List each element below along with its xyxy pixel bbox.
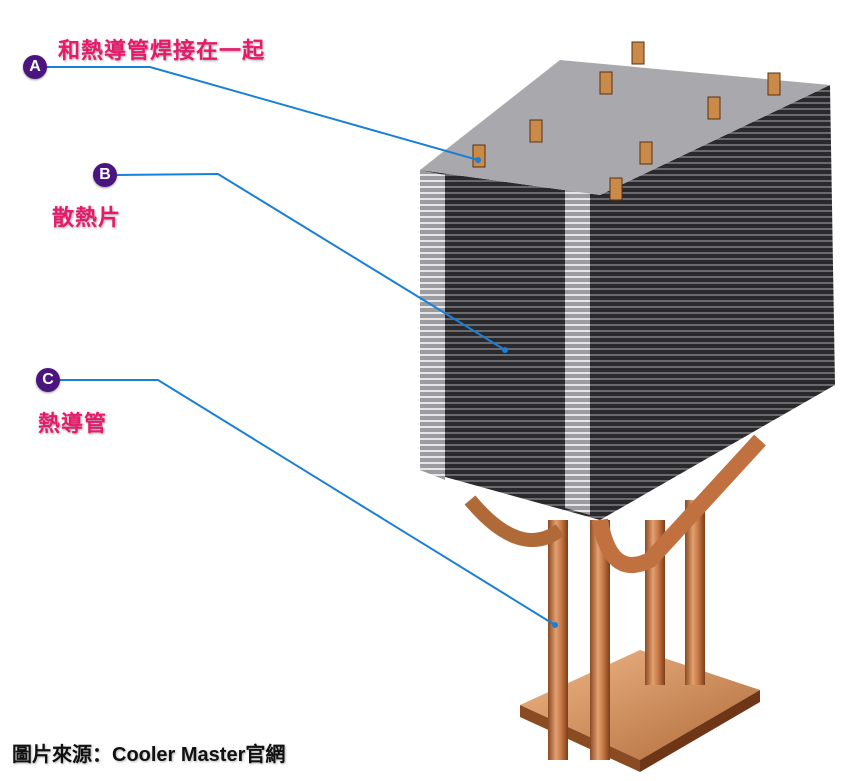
fin-stack bbox=[420, 60, 835, 520]
leader-line-b bbox=[116, 172, 506, 351]
label-b: 散熱片 bbox=[52, 206, 122, 231]
marker-c: C bbox=[36, 368, 60, 392]
label-c: 熱導管 bbox=[38, 412, 108, 437]
image-credit: 圖片來源：Cooler Master官網 bbox=[12, 744, 286, 766]
leader-line-c bbox=[60, 379, 556, 626]
leader-lines bbox=[47, 66, 556, 626]
label-a: 和熱導管焊接在一起 bbox=[58, 39, 266, 64]
leader-line-a bbox=[47, 66, 479, 161]
heat-pipes bbox=[464, 434, 766, 760]
leader-end-c bbox=[552, 622, 558, 628]
marker-b: B bbox=[93, 163, 117, 187]
leader-end-a bbox=[475, 157, 481, 163]
leader-end-b bbox=[502, 347, 508, 353]
marker-a: A bbox=[23, 55, 47, 79]
heat-pipe-tips bbox=[472, 41, 781, 201]
